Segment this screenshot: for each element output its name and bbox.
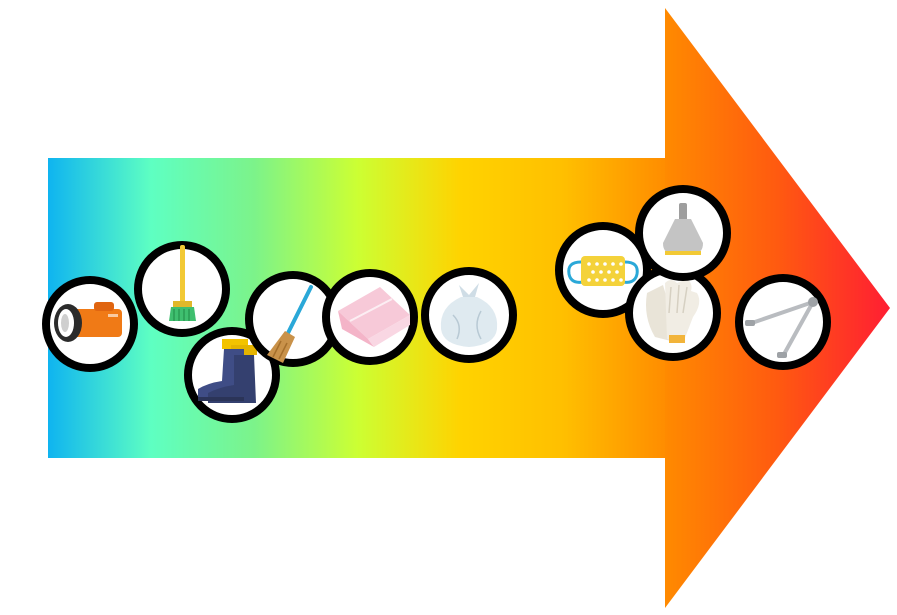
item-flashlight (42, 276, 138, 372)
item-face-mask (555, 222, 651, 318)
item-broom (134, 241, 230, 337)
tongs-icon (745, 297, 818, 358)
flashlight-icon (54, 302, 122, 342)
hand-broom-icon (267, 285, 313, 363)
dustpan-icon (663, 203, 703, 255)
item-cleaning-cloth (322, 269, 418, 365)
item-work-gloves (625, 265, 721, 361)
item-tongs (735, 274, 831, 370)
garbage-bag-icon (440, 283, 498, 347)
item-garbage-bag (421, 267, 517, 363)
gloves-icon (646, 279, 700, 343)
broom-icon (169, 245, 196, 321)
cloth-icon (338, 287, 410, 347)
rubber-boots-icon (198, 339, 257, 403)
item-hand-broom (245, 271, 341, 367)
item-rubber-boots (184, 327, 280, 423)
mask-icon (567, 256, 639, 286)
item-dustpan (635, 185, 731, 281)
